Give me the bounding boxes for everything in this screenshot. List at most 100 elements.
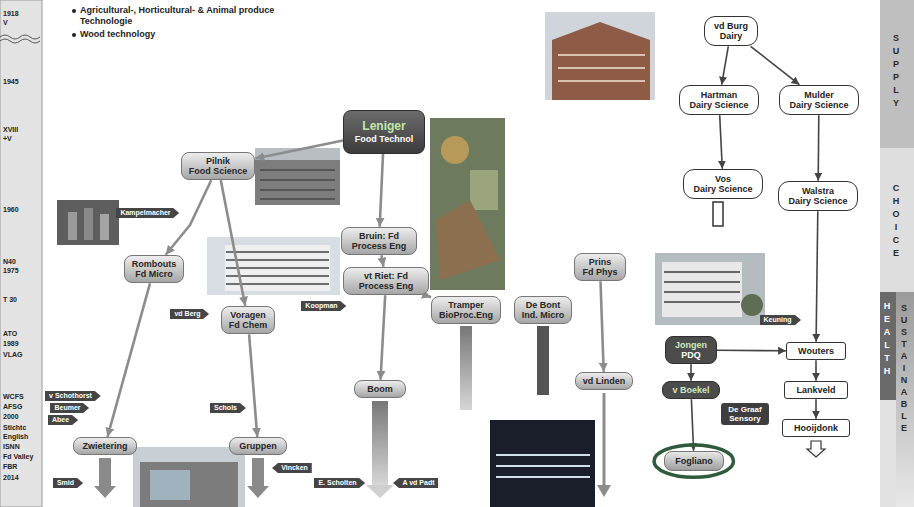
timeline-year: 1945 bbox=[3, 78, 19, 86]
process-box: PrinsFd Phys bbox=[574, 253, 625, 282]
root-box: LenigerFood Technol bbox=[343, 110, 425, 154]
dairy-box: vd BurgDairy bbox=[704, 16, 758, 47]
node-text: vd Burg bbox=[714, 21, 748, 31]
photo-sky bbox=[207, 237, 340, 295]
timeline-note: N40 bbox=[3, 258, 16, 266]
dairy-box: HartmanDairy Science bbox=[679, 85, 758, 116]
node-text: Food Technol bbox=[355, 134, 413, 144]
node-text: Koopman bbox=[305, 302, 337, 310]
photo-building bbox=[662, 262, 742, 317]
node-text: Dairy Science bbox=[789, 100, 848, 110]
node-text: Jongen bbox=[675, 340, 707, 350]
choice-band bbox=[880, 148, 914, 292]
arrow-tag: Vincken bbox=[272, 463, 312, 473]
photo-sky bbox=[655, 253, 765, 325]
arrow-tag-fill bbox=[301, 301, 346, 311]
process-box: RomboutsFd Micro bbox=[124, 255, 185, 284]
process-box: Gruppen bbox=[229, 437, 287, 455]
arrow-tag-fill bbox=[116, 208, 179, 218]
node-text: Smid bbox=[57, 479, 74, 487]
arrow-tag-fill bbox=[393, 478, 438, 488]
process-box: vt Riet: Fd Process Eng bbox=[343, 267, 429, 296]
continuation-bar bbox=[99, 458, 111, 486]
timeline-year: 2000 bbox=[3, 413, 19, 421]
arrow-tag-fill bbox=[210, 403, 246, 413]
arrow-tag-fill bbox=[314, 478, 365, 488]
node-text: Fd Chem bbox=[229, 320, 268, 330]
connector bbox=[816, 211, 818, 341]
dark-box: v Boekel bbox=[662, 381, 719, 399]
photo-tree bbox=[741, 294, 763, 316]
node-text: Pilnik bbox=[206, 156, 230, 166]
health-band bbox=[880, 292, 896, 400]
process-box: Boom bbox=[354, 380, 406, 398]
continuation-head bbox=[366, 485, 394, 498]
dairy-box: MulderDairy Science bbox=[779, 85, 858, 116]
dairy-box: WalstraDairy Science bbox=[778, 181, 857, 212]
photo-glass bbox=[150, 470, 190, 500]
health-tail bbox=[880, 400, 896, 507]
node-text: Food Science bbox=[189, 166, 248, 176]
succession-box: Lankveld bbox=[784, 381, 847, 399]
band-label: SUPPLY bbox=[892, 32, 900, 110]
timeline-year: 1960 bbox=[3, 206, 19, 214]
connector bbox=[221, 180, 245, 305]
node-text: Vos bbox=[715, 174, 731, 184]
node-text: Prins bbox=[589, 257, 612, 267]
connector bbox=[815, 399, 817, 419]
node-text: Fd Micro bbox=[135, 269, 173, 279]
connector bbox=[426, 295, 431, 297]
continuation-bar bbox=[460, 326, 472, 410]
process-box: Bruin: Fd Process Eng bbox=[341, 227, 417, 256]
connector bbox=[690, 364, 692, 381]
highlight-ellipse bbox=[654, 445, 734, 477]
arrow-tag-fill bbox=[48, 415, 78, 425]
succession-box: Hooijdonk bbox=[782, 419, 850, 437]
photo-building bbox=[140, 462, 238, 507]
node-text: Schols bbox=[214, 404, 237, 412]
timeline-note: +V bbox=[3, 135, 12, 143]
continuation-bar bbox=[537, 326, 549, 395]
arrow-tag: A vd Padt bbox=[393, 478, 438, 488]
heading-note: Agricultural-, Horticultural- & Animal p… bbox=[80, 5, 295, 27]
arrow-tag: Abee bbox=[48, 415, 78, 425]
process-box: Zwietering bbox=[73, 437, 137, 455]
arrow-tag: v Schothorst bbox=[45, 391, 101, 401]
arrow-tag: Schols bbox=[210, 403, 246, 413]
node-text: vd Linden bbox=[583, 376, 626, 386]
arrow-tag-fill bbox=[272, 463, 312, 473]
node-text: Dairy bbox=[720, 31, 743, 41]
node-text: A vd Padt bbox=[402, 479, 434, 487]
connector bbox=[108, 283, 151, 437]
timeline-note: WCFS bbox=[3, 393, 24, 401]
succession-box: Wouters bbox=[786, 342, 846, 360]
node-text: Sensory bbox=[729, 414, 761, 423]
arrow-tag-fill bbox=[53, 478, 83, 488]
node-text: E. Scholten bbox=[318, 479, 356, 487]
connector bbox=[815, 360, 817, 381]
timeline-year: 1989 bbox=[3, 340, 19, 348]
sustainable-band bbox=[896, 292, 914, 507]
node-text: Fd Phys bbox=[582, 267, 617, 277]
timeline-note: Fd Valley bbox=[3, 453, 33, 461]
continuation-arrow bbox=[807, 441, 825, 457]
photo-sky bbox=[545, 12, 655, 100]
node-text: Ind. Micro bbox=[522, 310, 565, 320]
node-text: Zwietering bbox=[82, 441, 127, 451]
photo-building bbox=[552, 22, 650, 100]
node-text: De Graaf bbox=[728, 405, 761, 414]
connector bbox=[817, 115, 819, 180]
empty-box bbox=[713, 202, 723, 226]
photo-night bbox=[490, 420, 595, 507]
timeline-note: ATO bbox=[3, 330, 17, 338]
timeline-note: XVIII bbox=[3, 126, 18, 134]
timeline-year: 2014 bbox=[3, 474, 19, 482]
arrow-tag: Beumer bbox=[50, 403, 89, 413]
node-text: Lankveld bbox=[796, 385, 835, 395]
connector bbox=[720, 115, 723, 168]
timeline-note: T 30 bbox=[3, 296, 17, 304]
node-text: Dairy Science bbox=[689, 100, 748, 110]
continuation-bar bbox=[252, 458, 264, 486]
node-text: Keuning bbox=[764, 316, 792, 324]
process-box: PilnikFood Science bbox=[181, 152, 256, 181]
